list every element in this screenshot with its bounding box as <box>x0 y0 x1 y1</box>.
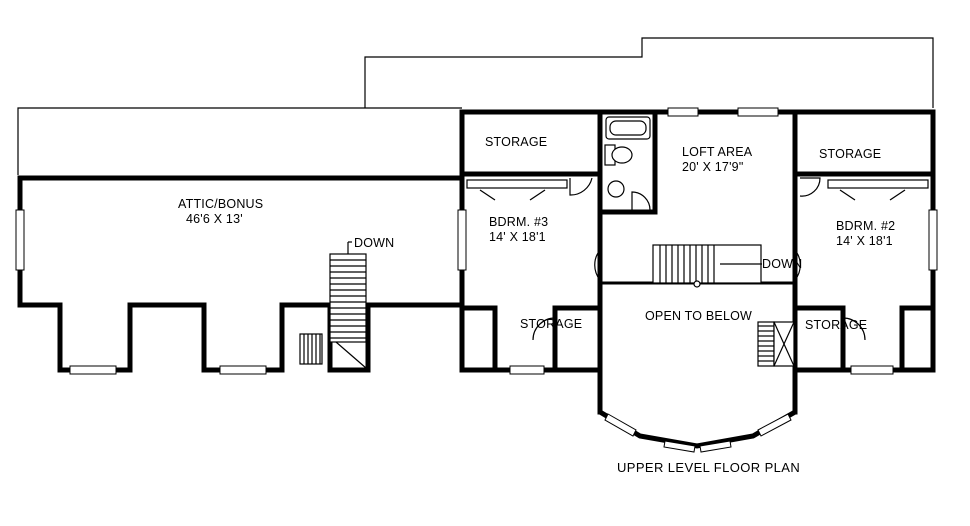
attic-size: 46'6 X 13' <box>186 212 243 226</box>
loft-down-label: DOWN <box>762 257 802 271</box>
bath-fixtures <box>604 116 651 211</box>
bedroom2-size: 14' X 18'1 <box>836 234 893 248</box>
roof-outline <box>17 37 934 175</box>
loft-stair <box>594 244 801 288</box>
bedroom3-name: BDRM. #3 <box>489 215 548 229</box>
open-to-below-label: OPEN TO BELOW <box>645 309 752 323</box>
attic-stair <box>299 241 367 369</box>
storage-top-right-label: STORAGE <box>819 147 881 161</box>
loft-size: 20' X 17'9" <box>682 160 743 174</box>
door-swings <box>532 317 866 341</box>
storage-top-left-label: STORAGE <box>485 135 547 149</box>
plan-title: UPPER LEVEL FLOOR PLAN <box>617 460 800 475</box>
attic-name: ATTIC/BONUS <box>178 197 263 211</box>
closets <box>466 177 929 201</box>
bedroom2-name: BDRM. #2 <box>836 219 895 233</box>
bedroom3-size: 14' X 18'1 <box>489 230 546 244</box>
loft-name: LOFT AREA <box>682 145 753 159</box>
windows <box>15 107 938 453</box>
storage-mid-left-label: STORAGE <box>520 317 582 331</box>
chimney <box>757 321 795 367</box>
storage-mid-right-label: STORAGE <box>805 318 867 332</box>
attic-down-label: DOWN <box>354 236 394 250</box>
